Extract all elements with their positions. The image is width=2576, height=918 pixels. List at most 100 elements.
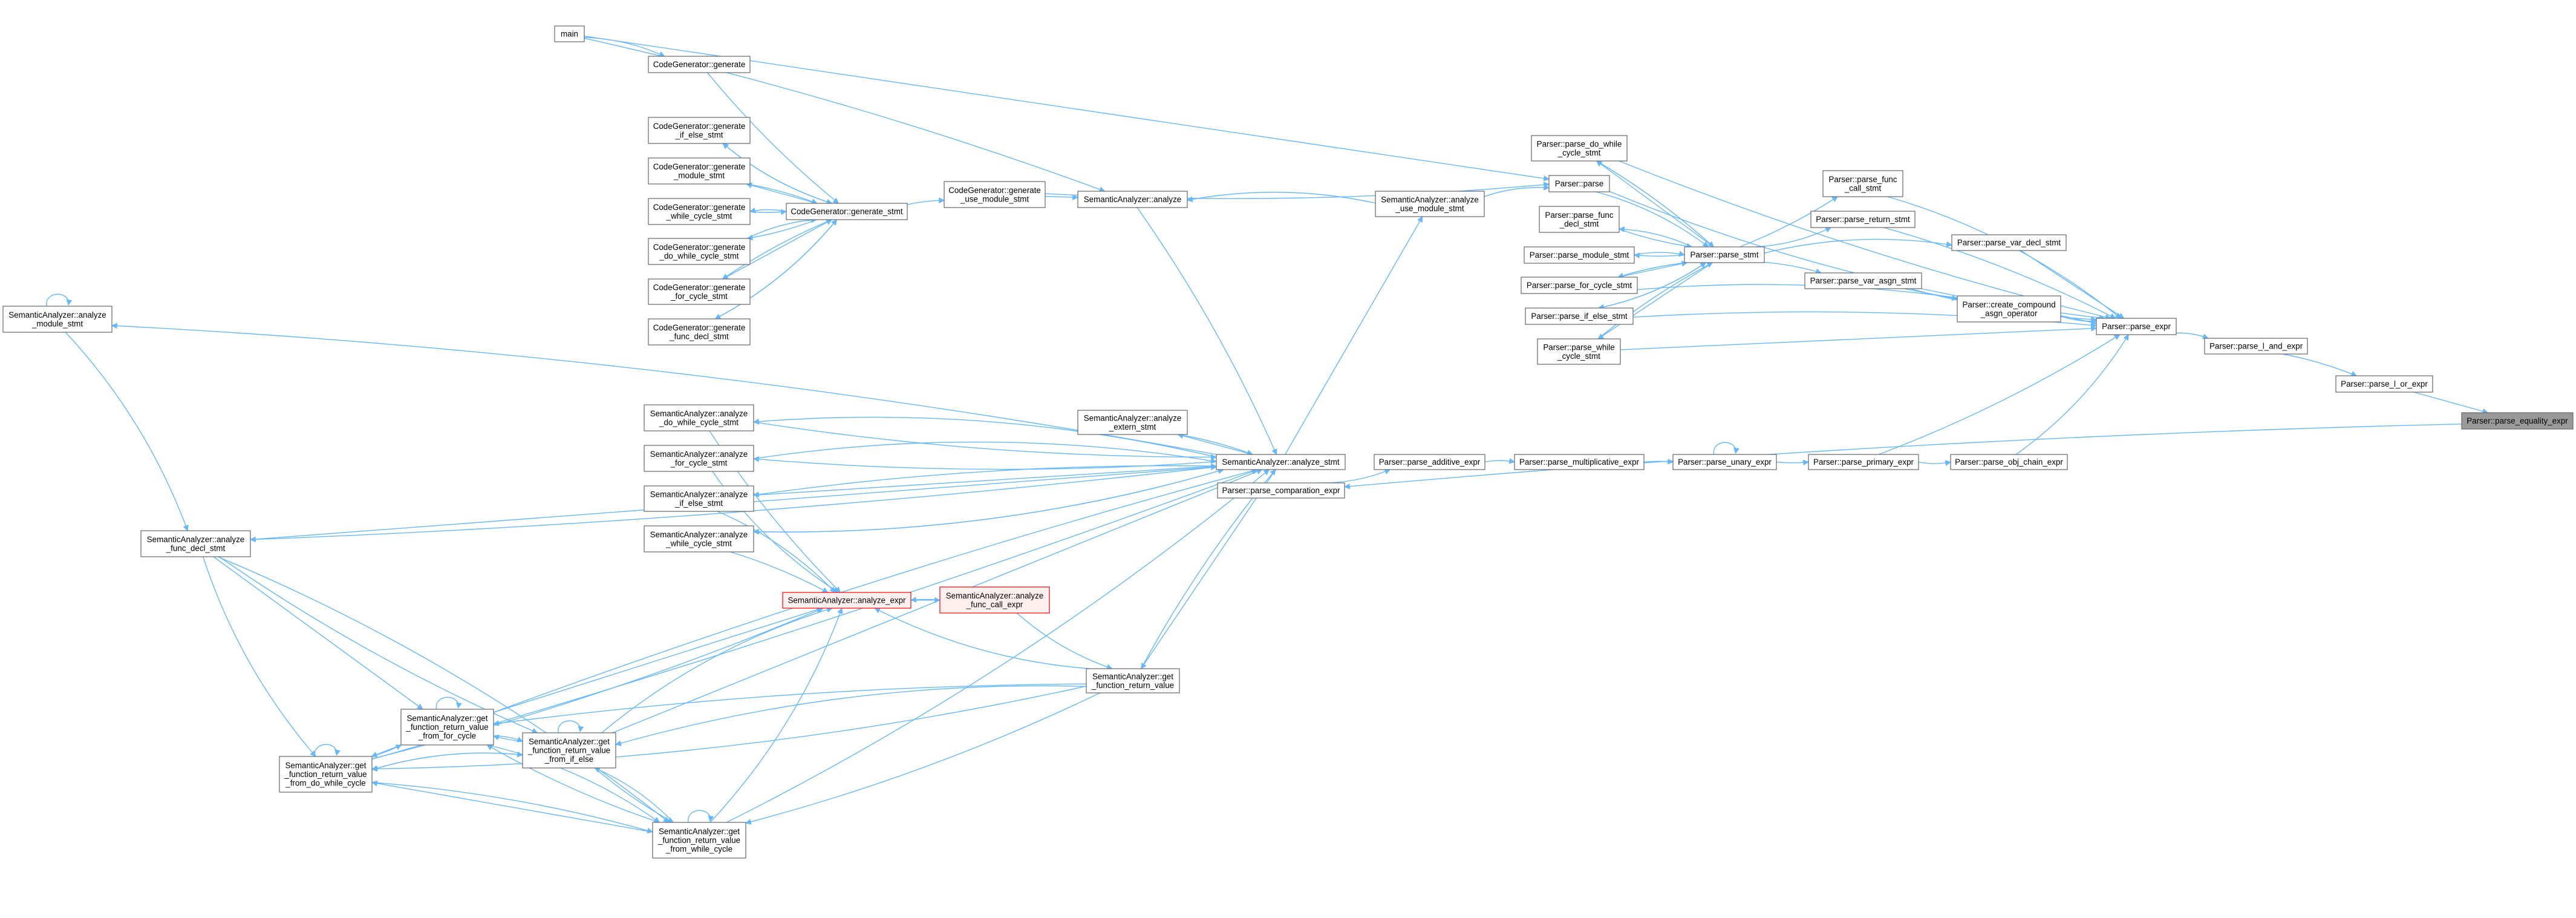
node-box [1525,307,1634,325]
node-sa-expr[interactable]: SemanticAnalyzer::analyze_expr [782,592,911,609]
node-p-func-call[interactable]: Parser::parse_func_call_stmt [1822,170,1903,197]
edge-p_return-to-p_expr [1883,227,2116,319]
node-label: _while_cycle_stmt [665,539,732,548]
node-sa-while[interactable]: SemanticAnalyzer::analyze_while_cycle_st… [644,525,754,552]
edge-sa_for-to-sa_stmt [753,441,1217,464]
node-sa-if-else[interactable]: SemanticAnalyzer::analyze_if_else_stmt [644,485,754,512]
node-label: Parser::parse_primary_expr [1813,457,1914,467]
node-box [1375,191,1485,217]
node-sa-get-rv[interactable]: SemanticAnalyzer::get_function_return_va… [1086,668,1180,693]
node-p-return[interactable]: Parser::parse_return_stmt [1810,211,1916,228]
node-label: _cycle_stmt [1557,148,1601,157]
node-box [1521,277,1638,294]
node-p-equality[interactable]: Parser::parse_equality_expr [2461,412,2574,430]
node-sa-rv-do[interactable]: SemanticAnalyzer::get_function_return_va… [279,756,373,793]
node-sa-rv-for[interactable]: SemanticAnalyzer::get_function_return_va… [400,709,494,746]
node-p-expr[interactable]: Parser::parse_expr [2096,318,2177,335]
node-p-l-and[interactable]: Parser::parse_l_and_expr [2204,338,2308,355]
node-p-module[interactable]: Parser::parse_module_stmt [1524,246,1635,264]
node-sa-do-while[interactable]: SemanticAnalyzer::analyze_do_while_cycle… [644,404,754,431]
node-sa-module[interactable]: SemanticAnalyzer::analyze_module_stmt [2,306,112,333]
edge-p_l_and-to-p_l_or [2282,353,2358,377]
node-sa-func-decl[interactable]: SemanticAnalyzer::analyze_func_decl_stmt [140,530,251,557]
node-p-primary[interactable]: Parser::parse_primary_expr [1808,454,1919,470]
edge-p_expr-to-p_l_and [2176,332,2209,339]
node-box [1514,454,1645,470]
node-p-additive[interactable]: Parser::parse_additive_expr [1374,454,1485,470]
edge-p_additive-to-p_multiplicative [1484,457,1515,464]
node-p-for[interactable]: Parser::parse_for_cycle_stmt [1521,277,1638,294]
node-box [652,822,746,859]
node-cg-module[interactable]: CodeGenerator::generate_module_stmt [648,157,751,185]
node-p-var-asgn[interactable]: Parser::parse_var_asgn_stmt [1804,272,1922,289]
node-p-unary[interactable]: Parser::parse_unary_expr [1672,454,1777,470]
node-p-do-while[interactable]: Parser::parse_do_while_cycle_stmt [1531,135,1628,162]
node-box [1077,410,1188,435]
edge-sa_get_rv-to-sa_rv_do [371,686,1087,772]
node-sa-for[interactable]: SemanticAnalyzer::analyze_for_cycle_stmt [644,445,754,472]
edge-sa_func_decl-to-sa_rv_do [202,556,316,757]
node-sa-use-module[interactable]: SemanticAnalyzer::analyze_use_module_stm… [1375,191,1485,217]
node-cg-do-while[interactable]: CodeGenerator::generate_do_while_cycle_s… [648,238,751,265]
edge-cg_stmt-to-cg_do_while [746,219,817,241]
edge-p_while-to-p_expr [1620,325,2097,350]
edge-sa_module-to-sa_func_decl [65,332,189,531]
edge-sa_rv_do-to-sa_rv_do [314,744,341,757]
node-p-if-else[interactable]: Parser::parse_if_else_stmt [1525,307,1634,325]
node-box [2335,375,2433,393]
node-cg-func-decl[interactable]: CodeGenerator::generate_func_decl_stmt [648,318,751,346]
node-sa-stmt[interactable]: SemanticAnalyzer::analyze_stmt [1216,454,1346,470]
node-main[interactable]: main [554,25,585,42]
node-p-stmt[interactable]: Parser::parse_stmt [1684,246,1765,263]
edge-p_stmt-to-p_while [1597,262,1713,339]
node-box [648,238,751,265]
node-box [1822,170,1903,197]
node-p-multiplicative[interactable]: Parser::parse_multiplicative_expr [1514,454,1645,470]
node-cg-while[interactable]: CodeGenerator::generate_while_cycle_stmt [648,198,751,225]
node-label: _cycle_stmt [1557,352,1600,361]
node-label: SemanticAnalyzer::analyze [650,490,748,499]
edge-sa_rv_while-to-sa_rv_while [688,810,714,823]
node-cg-use-module[interactable]: CodeGenerator::generate_use_module_stmt [944,181,1046,208]
node-label: _from_do_while_cycle [285,779,366,788]
node-label: CodeGenerator::generate [653,203,746,212]
node-box [2,306,112,333]
node-p-l-or[interactable]: Parser::parse_l_or_expr [2335,375,2433,393]
edge-p_stmt-to-p_func_decl [1619,226,1692,248]
node-cg-if-else[interactable]: CodeGenerator::generate_if_else_stmt [648,117,751,144]
node-box [648,278,751,305]
node-box [1077,191,1188,208]
node-sa-extern[interactable]: SemanticAnalyzer::analyze_extern_stmt [1077,410,1188,435]
node-cg-for[interactable]: CodeGenerator::generate_for_cycle_stmt [648,278,751,305]
node-label: _func_call_expr [966,600,1023,609]
node-box [1810,211,1916,228]
node-label: _do_while_cycle_stmt [659,418,739,427]
node-label: _from_if_else [544,755,593,764]
node-p-comparation[interactable]: Parser::parse_comparation_expr [1217,482,1345,499]
node-sa-func-call[interactable]: SemanticAnalyzer::analyze_func_call_expr [939,586,1050,614]
node-label: _if_else_stmt [674,499,723,508]
node-cg-stmt[interactable]: CodeGenerator::generate_stmt [786,203,908,220]
node-label: Parser::parse_l_or_expr [2341,379,2428,389]
node-box [644,525,754,552]
node-p-func-decl[interactable]: Parser::parse_func_decl_stmt [1539,206,1620,233]
node-label: main [561,30,578,39]
edge-p_stmt-to-p_var_decl [1764,238,1952,254]
edge-p_stmt-to-p_var_asgn [1764,261,1822,275]
node-p-parse[interactable]: Parser::parse [1548,175,1610,192]
node-label: SemanticAnalyzer::analyze [946,591,1044,600]
node-sa-analyze[interactable]: SemanticAnalyzer::analyze [1077,191,1188,208]
node-sa-rv-while[interactable]: SemanticAnalyzer::get_function_return_va… [652,822,746,859]
node-label: SemanticAnalyzer::analyze [1084,413,1182,422]
node-label: Parser::parse_additive_expr [1379,457,1481,467]
node-p-var-decl[interactable]: Parser::parse_var_decl_stmt [1951,234,2067,251]
node-sa-rv-if[interactable]: SemanticAnalyzer::get_function_return_va… [522,732,616,769]
node-box [944,181,1046,208]
node-p-compound[interactable]: Parser::create_compound_asgn_operator [1957,295,2061,323]
node-p-while[interactable]: Parser::parse_while_cycle_stmt [1537,338,1621,365]
node-label: Parser::parse_expr [2102,322,2171,331]
node-p-obj-chain[interactable]: Parser::parse_obj_chain_expr [1950,454,2068,470]
node-box [1684,246,1765,263]
node-box [1524,246,1635,264]
node-cg-generate[interactable]: CodeGenerator::generate [648,56,751,73]
